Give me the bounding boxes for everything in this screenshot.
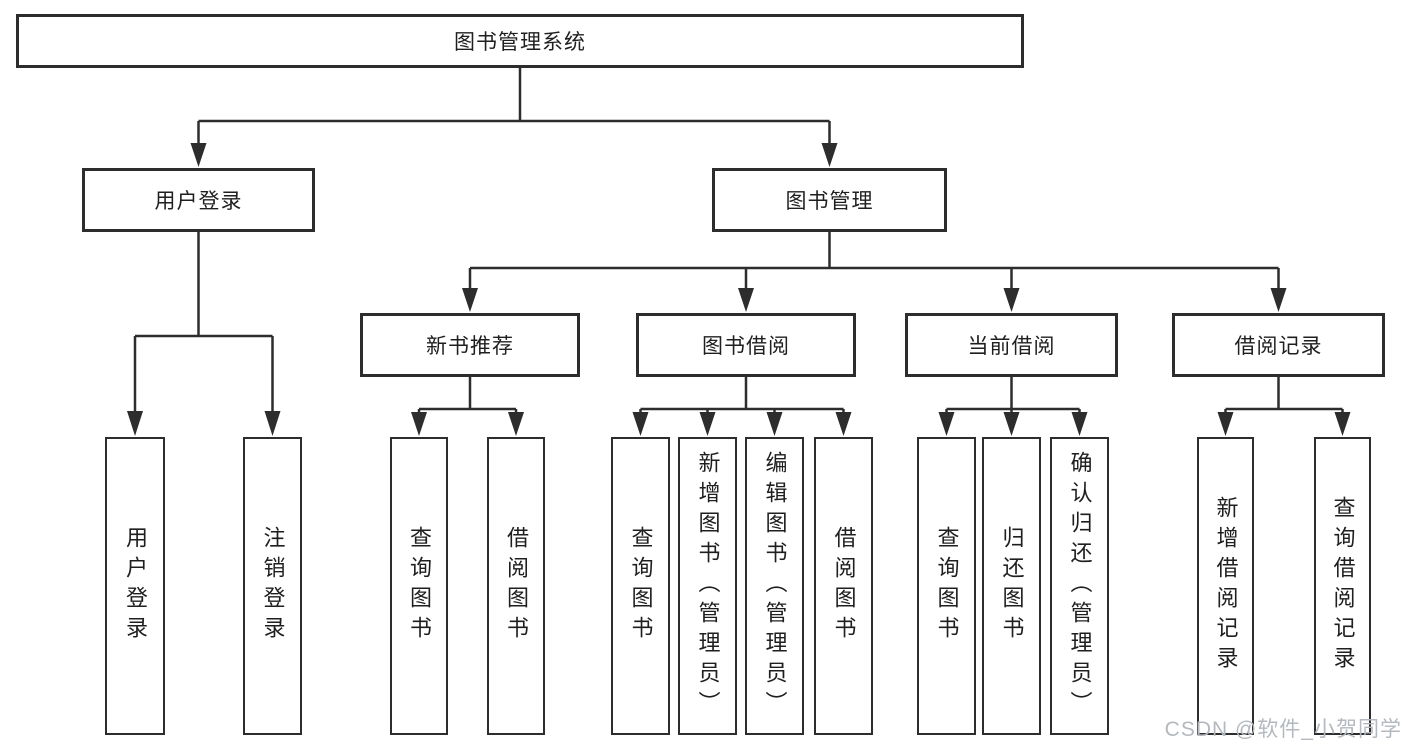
leaf-query-borrow-record: 查询借阅记录 xyxy=(1314,437,1371,735)
node-library-system: 图书管理系统 xyxy=(16,14,1024,68)
node-borrow-records: 借阅记录 xyxy=(1172,313,1385,377)
arrowhead-icon xyxy=(632,412,649,436)
arrowhead-icon xyxy=(1003,288,1020,312)
leaf-borrow-books: 借阅图书 xyxy=(814,437,873,735)
arrowhead-icon xyxy=(127,411,143,436)
leaf-query-books-borrow: 查询图书 xyxy=(611,437,670,735)
leaf-label: 注销登录 xyxy=(260,526,286,646)
arrowhead-icon xyxy=(699,412,716,436)
connector-current-borrow xyxy=(945,377,1081,413)
node-label: 新书推荐 xyxy=(426,335,514,358)
leaf-user-login: 用户登录 xyxy=(105,437,165,735)
leaf-return-books: 归还图书 xyxy=(982,437,1041,735)
arrowhead-icon xyxy=(1334,412,1351,436)
node-book-borrow: 图书借阅 xyxy=(636,313,856,377)
connector-borrow-records xyxy=(1224,377,1344,413)
csdn-watermark: CSDN @软件_小贺同学 xyxy=(1164,718,1402,741)
connector-new-book-recommend xyxy=(417,377,518,413)
node-book-management: 图书管理 xyxy=(712,168,947,232)
leaf-label: 查询图书 xyxy=(407,526,432,646)
connector-root xyxy=(197,68,831,144)
node-label: 图书管理系统 xyxy=(454,31,586,54)
arrowhead-icon xyxy=(264,411,281,436)
arrowhead-icon xyxy=(766,412,783,436)
node-new-book-recommend: 新书推荐 xyxy=(360,313,580,377)
arrowhead-icon xyxy=(411,412,427,436)
leaf-edit-books-admin: 编辑图书（管理员） xyxy=(745,437,804,735)
leaf-label: 确认归还（管理员） xyxy=(1067,451,1093,721)
arrowhead-icon xyxy=(1270,288,1287,312)
leaf-label: 借阅图书 xyxy=(831,526,857,646)
arrowhead-icon xyxy=(1217,412,1234,436)
leaf-confirm-return-admin: 确认归还（管理员） xyxy=(1050,437,1109,735)
leaf-add-books-admin: 新增图书（管理员） xyxy=(678,437,737,735)
leaf-label: 编辑图书（管理员） xyxy=(762,451,788,721)
leaf-label: 新增图书（管理员） xyxy=(695,451,721,721)
arrowhead-icon xyxy=(462,288,478,312)
arrowhead-icon xyxy=(508,412,524,436)
leaf-query-books-current: 查询图书 xyxy=(917,437,976,735)
arrowhead-icon xyxy=(821,143,838,167)
leaf-borrow-books-recommend: 借阅图书 xyxy=(487,437,545,735)
arrowhead-icon xyxy=(190,143,207,167)
leaf-add-borrow-record: 新增借阅记录 xyxy=(1197,437,1254,735)
leaf-label: 归还图书 xyxy=(999,526,1025,646)
leaf-query-books-recommend: 查询图书 xyxy=(390,437,448,735)
arrowhead-icon xyxy=(1003,412,1020,436)
arrowhead-icon xyxy=(738,288,754,312)
node-label: 图书借阅 xyxy=(702,335,790,358)
leaf-logout: 注销登录 xyxy=(243,437,302,735)
node-label: 用户登录 xyxy=(154,190,243,213)
connector-user-login xyxy=(133,232,274,412)
leaf-label: 查询图书 xyxy=(628,526,654,646)
leaf-label: 用户登录 xyxy=(123,526,148,646)
arrowhead-icon xyxy=(1071,412,1088,436)
leaf-label: 查询图书 xyxy=(934,526,960,646)
node-current-borrow: 当前借阅 xyxy=(905,313,1118,377)
leaf-label: 新增借阅记录 xyxy=(1213,496,1239,676)
arrowhead-icon xyxy=(835,412,852,436)
connector-book-borrow xyxy=(639,377,845,413)
leaf-label: 查询借阅记录 xyxy=(1330,496,1356,676)
arrowhead-icon xyxy=(938,412,955,436)
node-label: 当前借阅 xyxy=(967,335,1056,358)
node-user-login: 用户登录 xyxy=(82,168,315,232)
node-label: 图书管理 xyxy=(785,190,874,213)
node-label: 借阅记录 xyxy=(1234,335,1323,358)
leaf-label: 借阅图书 xyxy=(504,526,529,646)
connector-book-management xyxy=(468,232,1280,289)
